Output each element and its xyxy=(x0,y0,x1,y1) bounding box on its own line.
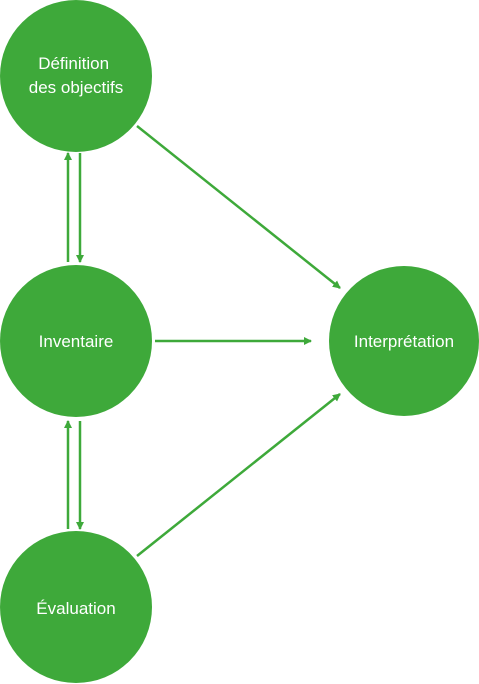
arrow-definition-to-interpretation xyxy=(136,125,341,289)
node-evaluation: Évaluation xyxy=(0,531,152,683)
node-definition: Définition des objectifs xyxy=(0,0,152,152)
node-inventaire: Inventaire xyxy=(0,265,152,417)
node-evaluation-label: Évaluation xyxy=(36,599,115,618)
svg-text:Définition des objectifs: Définition des objectifs xyxy=(29,54,124,97)
node-interpretation-label: Interprétation xyxy=(354,332,454,351)
arrow-evaluation-to-interpretation xyxy=(136,393,341,557)
node-definition-label-line1: Définition xyxy=(38,54,109,73)
node-inventaire-circle xyxy=(0,265,152,417)
node-interpretation-circle xyxy=(329,266,479,416)
node-definition-label-line2: des objectifs xyxy=(29,78,124,97)
node-interpretation: Interprétation xyxy=(329,266,479,416)
node-definition-circle xyxy=(0,0,152,152)
node-inventaire-label: Inventaire xyxy=(39,332,114,351)
edges xyxy=(64,125,341,557)
node-evaluation-circle xyxy=(0,531,152,683)
